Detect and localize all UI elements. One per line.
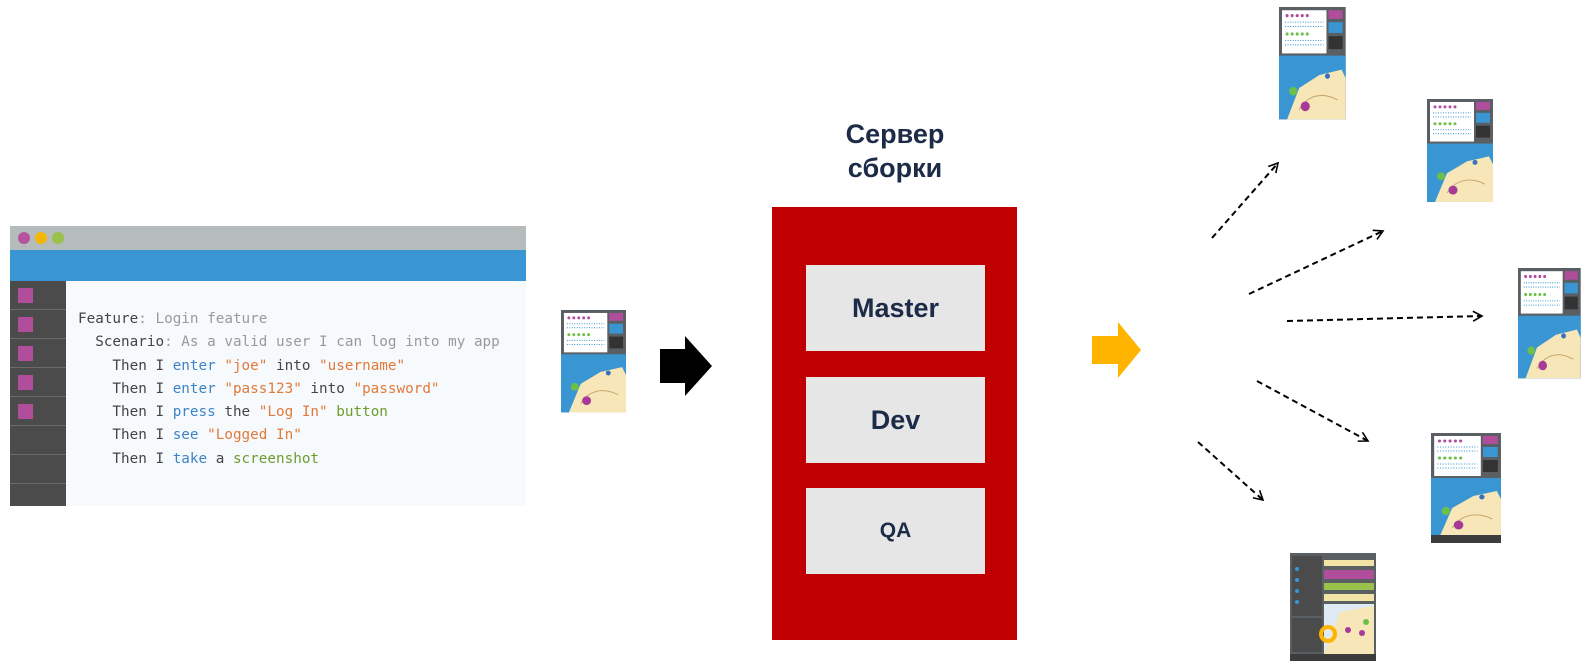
dashed-arrow-icon — [1211, 161, 1280, 239]
code-token: see — [172, 427, 199, 444]
device-tablet-4 — [1430, 432, 1502, 538]
branch-dev: Dev — [806, 377, 985, 463]
dashed-arrow-icon — [1286, 310, 1484, 322]
server-title: Сервер сборки — [800, 117, 990, 185]
device-nav-bar — [1431, 535, 1501, 543]
sidebar-row — [10, 368, 66, 397]
device-tablet-1 — [1278, 6, 1347, 120]
minimize-dot-icon — [35, 232, 47, 244]
code-line: Then I see "Logged In" — [78, 424, 524, 447]
code-token: "password" — [353, 380, 440, 397]
sidebar-square-icon — [18, 317, 33, 332]
code-token: take — [172, 450, 208, 467]
editor-toolbar — [10, 250, 526, 281]
maximize-dot-icon — [52, 232, 64, 244]
sidebar-row — [10, 397, 66, 426]
code-token: Scenario — [78, 334, 165, 351]
code-token: into — [301, 380, 354, 397]
code-line: Then I enter "pass123" into "password" — [78, 378, 524, 401]
code-token: into — [267, 357, 320, 374]
code-token: : Login feature — [138, 311, 268, 327]
editor-sidebar — [10, 281, 66, 506]
sidebar-square-icon — [18, 288, 33, 303]
sidebar-row — [10, 455, 66, 484]
code-token: "joe" — [224, 357, 268, 374]
dashed-arrow-icon — [1256, 380, 1370, 442]
code-token: the — [215, 404, 259, 421]
code-line: Scenario: As a valid user I can log into… — [78, 331, 524, 354]
server-title-line1: Сервер — [845, 119, 945, 149]
build-server: Master Dev QA — [772, 207, 1017, 640]
orange-arrow-icon — [1092, 322, 1141, 378]
code-editor-window: Feature: Login feature Scenario: As a va… — [10, 226, 526, 506]
code-token: : As a valid user I can log into my app — [164, 334, 500, 351]
code-token: "pass123" — [224, 380, 302, 397]
gherkin-code-block: Feature: Login feature Scenario: As a va… — [78, 308, 524, 471]
code-token: Then I — [78, 450, 173, 467]
code-token: button — [336, 404, 388, 421]
code-token: screenshot — [232, 450, 320, 467]
dashed-arrow-icon — [1248, 229, 1385, 295]
code-token: enter — [172, 357, 216, 374]
tablet-map-app-icon — [560, 309, 627, 413]
code-line: Feature: Login feature — [78, 308, 524, 331]
code-line: Then I enter "joe" into "username" — [78, 355, 524, 378]
code-token: "Log In" — [258, 404, 328, 421]
sidebar-row — [10, 426, 66, 455]
branch-master: Master — [806, 265, 985, 351]
code-token: enter — [172, 380, 216, 397]
close-dot-icon — [18, 232, 30, 244]
black-arrow-icon — [660, 336, 712, 396]
code-token: press — [172, 404, 216, 421]
code-token: "Logged In" — [207, 427, 302, 444]
code-token: Then I — [78, 357, 173, 374]
sidebar-row — [10, 281, 66, 310]
branch-qa: QA — [806, 488, 985, 574]
dashed-arrow-icon — [1197, 441, 1265, 502]
code-token: "username" — [319, 357, 406, 374]
sidebar-square-icon — [18, 346, 33, 361]
sidebar-row — [10, 339, 66, 368]
sidebar-square-icon — [18, 375, 33, 390]
device-tablet-large — [1290, 553, 1376, 661]
code-token: a — [207, 450, 233, 467]
device-tablet-2 — [1426, 98, 1494, 203]
device-tablet-3 — [1517, 267, 1582, 379]
code-token: Then I — [78, 404, 173, 421]
code-line: Then I press the "Log In" button — [78, 401, 524, 424]
server-title-line2: сборки — [847, 153, 943, 183]
editor-titlebar — [10, 226, 526, 250]
sidebar-row — [10, 310, 66, 339]
code-line: Then I take a screenshot — [78, 448, 524, 471]
code-token: Then I — [78, 427, 173, 444]
code-token: Feature — [78, 311, 139, 327]
sidebar-square-icon — [18, 404, 33, 419]
code-token: Then I — [78, 380, 173, 397]
